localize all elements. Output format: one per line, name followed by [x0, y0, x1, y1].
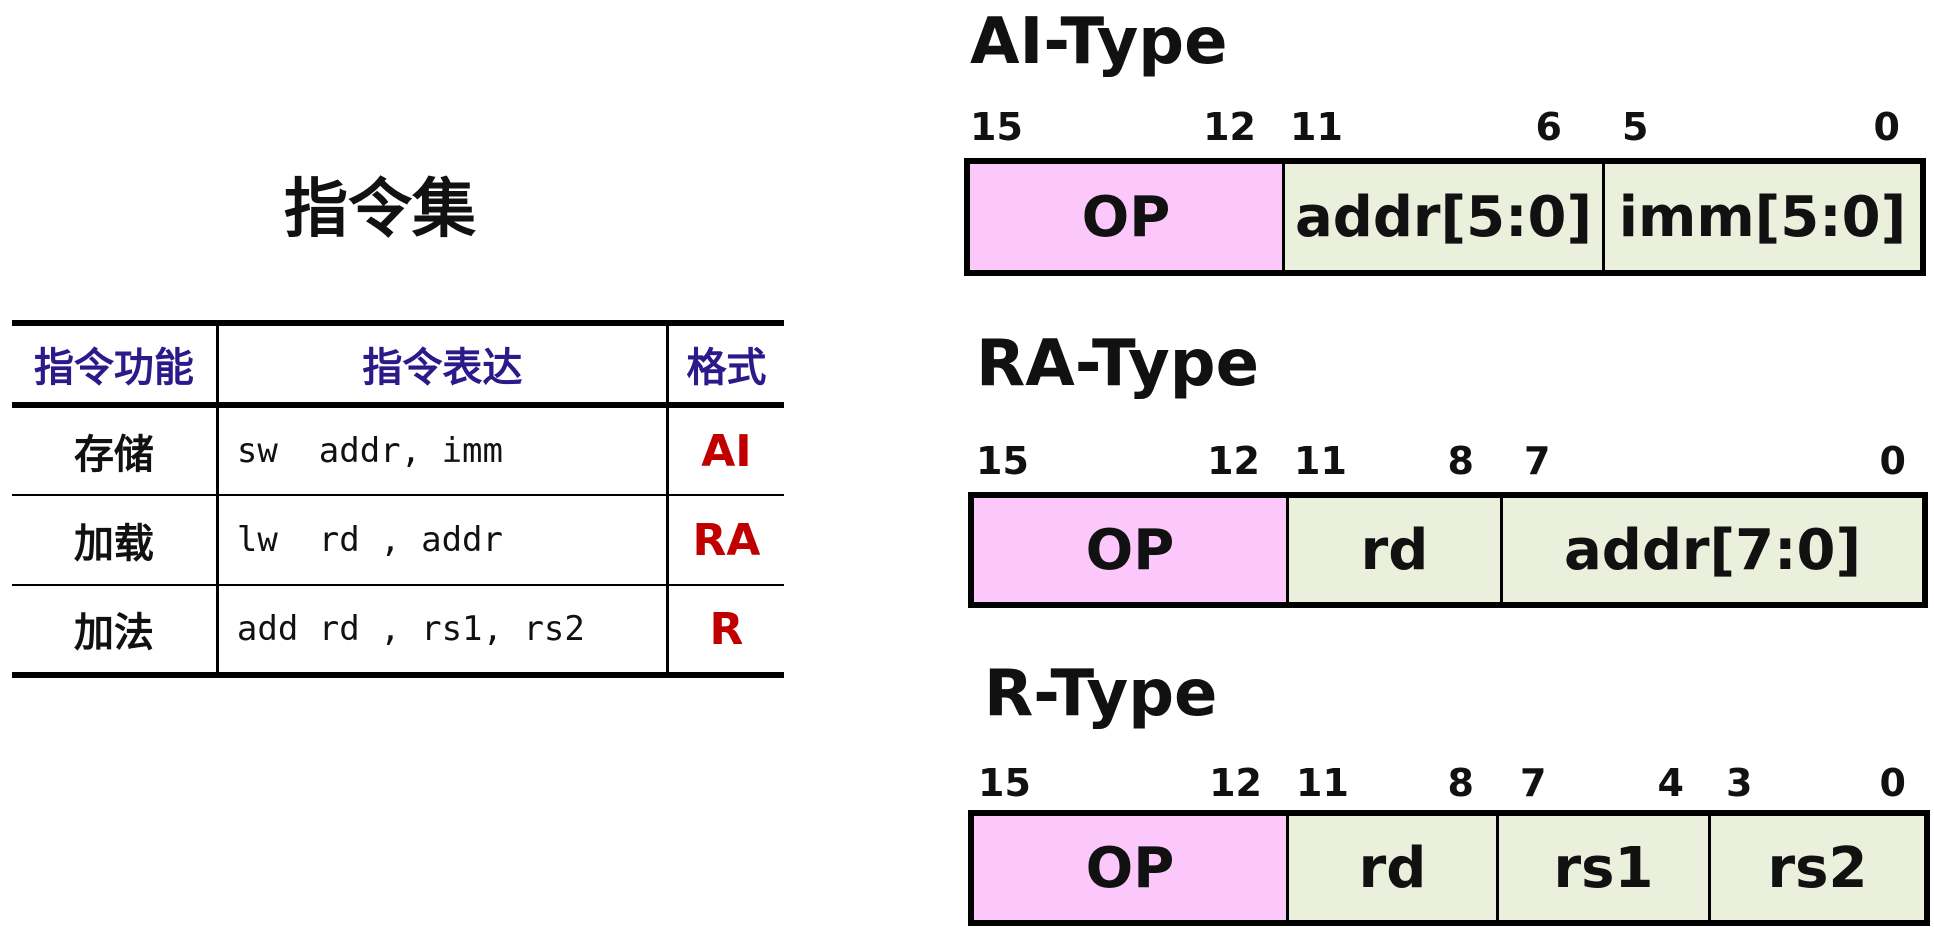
ra-bit-15: 15	[976, 439, 1029, 483]
instruction-set-table: 指令功能 指令表达 格式 存储 sw addr, imm AI 加载 lw rd…	[12, 320, 784, 678]
ai-bit-6: 6	[1535, 105, 1562, 149]
r-field-rs1: rs1	[1496, 816, 1708, 920]
ra-bit-8: 8	[1447, 439, 1474, 483]
r-type-fields: OP rd rs1 rs2	[968, 810, 1930, 926]
ai-bit-5: 5	[1622, 105, 1649, 149]
row-format: R	[709, 603, 744, 655]
ai-bit-12: 12	[1203, 105, 1256, 149]
ai-bit-15: 15	[970, 105, 1023, 149]
r-bit-11: 11	[1296, 761, 1349, 805]
r-field-rs2: rs2	[1708, 816, 1924, 920]
row-format: AI	[701, 425, 752, 477]
header-format: 格式	[686, 345, 767, 391]
ai-field-addr: addr[5:0]	[1282, 164, 1602, 270]
table-row: 存储 sw addr, imm AI	[12, 405, 784, 495]
instruction-set-title: 指令集	[284, 173, 476, 247]
r-bit-4: 4	[1657, 761, 1684, 805]
header-function: 指令功能	[12, 323, 219, 405]
r-type-title: R-Type	[984, 657, 1218, 731]
r-field-rd: rd	[1286, 816, 1496, 920]
row-function: 加载	[12, 495, 219, 585]
row-expression: lw rd , addr	[217, 495, 669, 585]
ra-bit-7: 7	[1524, 439, 1551, 483]
header-expression: 指令表达	[217, 323, 669, 405]
ra-type-fields: OP rd addr[7:0]	[968, 492, 1928, 608]
ra-bit-0: 0	[1879, 439, 1906, 483]
ra-field-op: OP	[974, 498, 1286, 602]
r-bit-3: 3	[1726, 761, 1753, 805]
r-bit-7: 7	[1520, 761, 1547, 805]
ai-type-fields: OP addr[5:0] imm[5:0]	[964, 158, 1926, 276]
table-row: 加法 add rd , rs1, rs2 R	[12, 585, 784, 675]
table-header-row: 指令功能 指令表达 格式	[12, 323, 784, 405]
ra-bit-12: 12	[1207, 439, 1260, 483]
r-bit-8: 8	[1447, 761, 1474, 805]
row-function: 存储	[12, 405, 219, 495]
row-function: 加法	[12, 585, 219, 675]
ai-bit-0: 0	[1873, 105, 1900, 149]
ra-field-addr: addr[7:0]	[1500, 498, 1922, 602]
row-format: RA	[692, 514, 761, 566]
ra-type-title: RA-Type	[976, 327, 1259, 401]
ra-field-rd: rd	[1286, 498, 1500, 602]
ai-field-imm: imm[5:0]	[1602, 164, 1920, 270]
r-field-op: OP	[974, 816, 1286, 920]
row-expression: add rd , rs1, rs2	[217, 585, 669, 675]
r-bit-15: 15	[978, 761, 1031, 805]
ra-bit-11: 11	[1294, 439, 1347, 483]
ai-field-op: OP	[970, 164, 1282, 270]
ai-bit-11: 11	[1290, 105, 1343, 149]
table-row: 加载 lw rd , addr RA	[12, 495, 784, 585]
ai-type-title: AI-Type	[970, 5, 1228, 79]
row-expression: sw addr, imm	[217, 405, 669, 495]
r-bit-12: 12	[1209, 761, 1262, 805]
r-bit-0: 0	[1879, 761, 1906, 805]
